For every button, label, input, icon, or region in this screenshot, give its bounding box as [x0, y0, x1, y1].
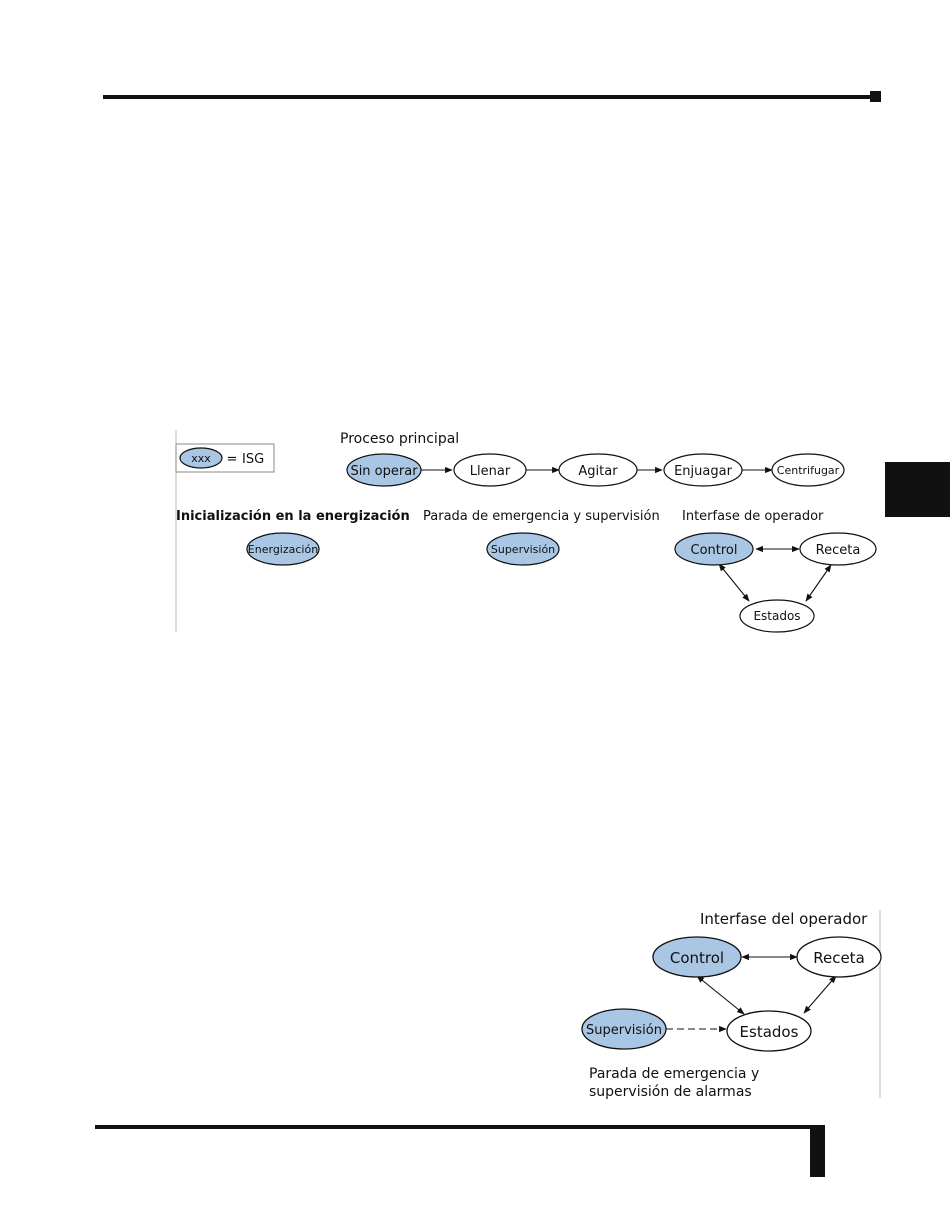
node-centrifugar-label: Centrifugar	[777, 464, 840, 477]
header-end-square	[870, 91, 881, 102]
proceso-principal-title: Proceso principal	[340, 431, 459, 447]
node-receta-1-label: Receta	[816, 543, 861, 558]
legend-equals: =	[227, 452, 238, 467]
legend: xxx = ISG	[175, 443, 275, 473]
arrow-control-estados	[718, 563, 750, 602]
arrow-receta-estados	[805, 564, 832, 602]
node-supervision	[486, 532, 560, 566]
node-energizacion	[246, 532, 320, 566]
node-llenar	[453, 453, 527, 487]
caption-line-2: supervisión de alarmas	[589, 1084, 752, 1100]
footer-block	[810, 1125, 825, 1177]
node-sin-operar	[346, 453, 422, 487]
interfase-title: Interfase de operador	[682, 509, 824, 524]
legend-node-text: xxx	[191, 452, 211, 465]
chapter-tab	[885, 462, 950, 517]
node-supervision-2	[581, 1008, 667, 1050]
caption-line-1: Parada de emergencia y	[589, 1066, 759, 1082]
node-llenar-label: Llenar	[470, 464, 511, 479]
arrow2-receta-estados	[803, 975, 837, 1014]
node-supervision-2-label: Supervisión	[586, 1023, 662, 1038]
node-agitar	[558, 453, 638, 487]
node-estados-2-label: Estados	[740, 1023, 799, 1041]
node-enjuagar	[663, 453, 743, 487]
node-control-1	[674, 532, 754, 566]
node-centrifugar	[771, 453, 845, 487]
node-control-2	[652, 936, 742, 978]
legend-isg-node	[179, 447, 223, 469]
parada-title: Parada de emergencia y supervisión	[423, 509, 660, 524]
legend-meaning: ISG	[242, 452, 264, 467]
header-rule	[103, 95, 871, 99]
arrow2-control-estados	[696, 975, 745, 1015]
node-energizacion-label: Energización	[248, 543, 318, 556]
node-estados-1	[739, 599, 815, 633]
node-supervision-label: Supervisión	[491, 543, 555, 556]
footer-rule	[95, 1125, 825, 1129]
diagram-2: Interfase del operador Control Receta Es…	[581, 910, 882, 1100]
node-estados-1-label: Estados	[753, 609, 800, 623]
node-agitar-label: Agitar	[578, 464, 618, 479]
interfase-operador-title: Interfase del operador	[700, 910, 868, 928]
node-sin-operar-label: Sin operar	[350, 464, 418, 479]
inicializacion-title: Inicialización en la energización	[176, 509, 410, 524]
node-control-2-label: Control	[670, 949, 724, 967]
node-estados-2	[726, 1010, 812, 1052]
node-receta-2	[796, 936, 882, 978]
diagram-1: xxx = ISG Proceso principal Sin operar L…	[175, 430, 877, 633]
node-receta-2-label: Receta	[813, 949, 865, 967]
node-receta-1	[799, 532, 877, 566]
node-enjuagar-label: Enjuagar	[674, 464, 732, 479]
node-control-1-label: Control	[691, 543, 738, 558]
